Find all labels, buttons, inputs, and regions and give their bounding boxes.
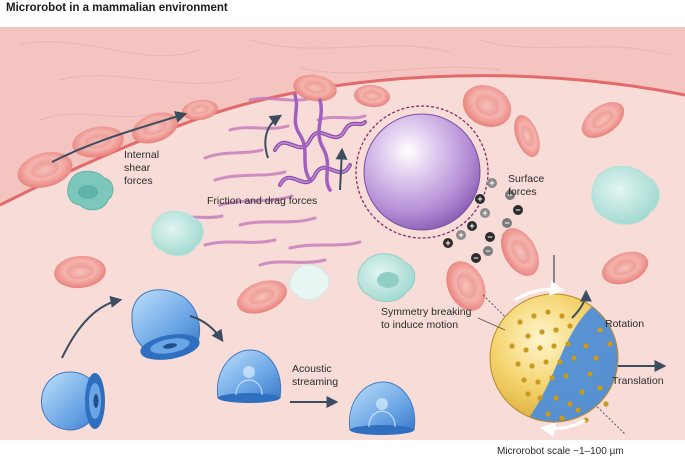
janus-dot bbox=[587, 371, 593, 377]
janus-dot bbox=[551, 343, 557, 349]
sphere-microrobot bbox=[363, 113, 481, 231]
label-translation: Translation bbox=[612, 375, 664, 387]
janus-dot bbox=[545, 411, 551, 417]
label-rotation: Rotation bbox=[605, 318, 644, 330]
minus-sign: − bbox=[473, 253, 478, 263]
symmetry-leader bbox=[477, 317, 506, 331]
janus-motion-arrow-bottom bbox=[540, 418, 586, 438]
vessel-wall-texture bbox=[19, 39, 671, 121]
rotation-arrow bbox=[571, 289, 592, 319]
janus-dot bbox=[531, 313, 537, 319]
label-acoustic-streaming: Acoustic streaming bbox=[292, 363, 338, 388]
surface-charges: ++++++−−−−−− bbox=[443, 178, 523, 263]
janus-motion-arrow-top bbox=[514, 280, 565, 302]
figure-title: Microrobot in a mammalian environment bbox=[6, 2, 228, 14]
janus-dot bbox=[549, 375, 555, 381]
janus-dot bbox=[525, 333, 531, 339]
positive-charge bbox=[475, 194, 485, 204]
janus-dot bbox=[523, 347, 529, 353]
janus-dot bbox=[537, 395, 543, 401]
janus-dot bbox=[565, 341, 571, 347]
janus-dot bbox=[553, 395, 559, 401]
minus-sign: − bbox=[504, 218, 509, 228]
janus-dot bbox=[529, 363, 535, 369]
sphere-dashed-shell bbox=[355, 105, 489, 239]
negative-charge bbox=[483, 246, 493, 256]
minus-sign: − bbox=[507, 190, 512, 200]
flow-lines bbox=[178, 96, 367, 267]
janus-dot bbox=[563, 373, 569, 379]
negative-charge bbox=[471, 253, 481, 263]
janus-dot bbox=[583, 343, 589, 349]
janus-dot bbox=[545, 309, 551, 315]
janus-dot bbox=[575, 407, 581, 413]
janus-dot bbox=[535, 379, 541, 385]
plus-sign: + bbox=[489, 178, 494, 188]
janus-dot bbox=[567, 401, 573, 407]
janus-dot bbox=[603, 401, 609, 407]
negative-charge bbox=[513, 205, 523, 215]
janus-dot bbox=[553, 327, 559, 333]
vessel-wall-tissue bbox=[0, 27, 685, 205]
plus-sign: + bbox=[477, 194, 482, 204]
plus-sign: + bbox=[445, 238, 450, 248]
helix-up-arrow bbox=[335, 147, 348, 191]
janus-dot bbox=[579, 389, 585, 395]
janus-dot bbox=[559, 415, 565, 421]
negative-charge bbox=[505, 190, 515, 200]
minus-sign: − bbox=[515, 205, 520, 215]
acoustic-cup-2 bbox=[131, 289, 200, 360]
label-symmetry-breaking: Symmetry breaking to induce motion bbox=[381, 306, 474, 331]
cup-arrow-1 bbox=[61, 296, 123, 359]
janus-dot bbox=[557, 359, 563, 365]
janus-dot bbox=[509, 343, 515, 349]
positive-charge bbox=[480, 208, 490, 218]
helix-rotation-arrow bbox=[264, 114, 283, 159]
janus-dot bbox=[537, 345, 543, 351]
immune-cells bbox=[67, 165, 660, 302]
minus-sign: − bbox=[485, 246, 490, 256]
negative-charge bbox=[485, 232, 495, 242]
shear-arrow bbox=[51, 111, 188, 163]
plus-sign: + bbox=[482, 208, 487, 218]
janus-dot bbox=[525, 391, 531, 397]
janus-dot bbox=[521, 377, 527, 383]
janus-dot bbox=[593, 355, 599, 361]
cup-arrow-2 bbox=[189, 315, 224, 342]
acoustic-cup-1 bbox=[41, 371, 105, 431]
janus-microrobot bbox=[489, 293, 619, 423]
acoustic-cup-3 bbox=[216, 349, 282, 403]
negative-charge bbox=[502, 218, 512, 228]
plus-sign: + bbox=[469, 221, 474, 231]
positive-charge bbox=[467, 221, 477, 231]
positive-charge bbox=[487, 178, 497, 188]
minus-sign: − bbox=[487, 232, 492, 242]
acoustic-cup-4 bbox=[348, 381, 416, 435]
label-internal-shear: Internal shear forces bbox=[124, 149, 162, 187]
janus-dot bbox=[559, 313, 565, 319]
janus-dot bbox=[515, 361, 521, 367]
janus-dot bbox=[517, 319, 523, 325]
janus-dot bbox=[543, 359, 549, 365]
positive-charge bbox=[443, 238, 453, 248]
janus-dot bbox=[567, 323, 573, 329]
label-surface-forces: Surface forces bbox=[508, 173, 547, 198]
plus-sign: + bbox=[458, 230, 463, 240]
label-scale: Microrobot scale ~1–100 µm bbox=[497, 446, 624, 457]
janus-dot bbox=[597, 385, 603, 391]
janus-dot bbox=[597, 327, 603, 333]
label-friction-drag: Friction and drag forces bbox=[207, 195, 317, 207]
janus-dot bbox=[607, 341, 613, 347]
positive-charge bbox=[456, 230, 466, 240]
janus-dot bbox=[539, 329, 545, 335]
janus-dot bbox=[571, 355, 577, 361]
